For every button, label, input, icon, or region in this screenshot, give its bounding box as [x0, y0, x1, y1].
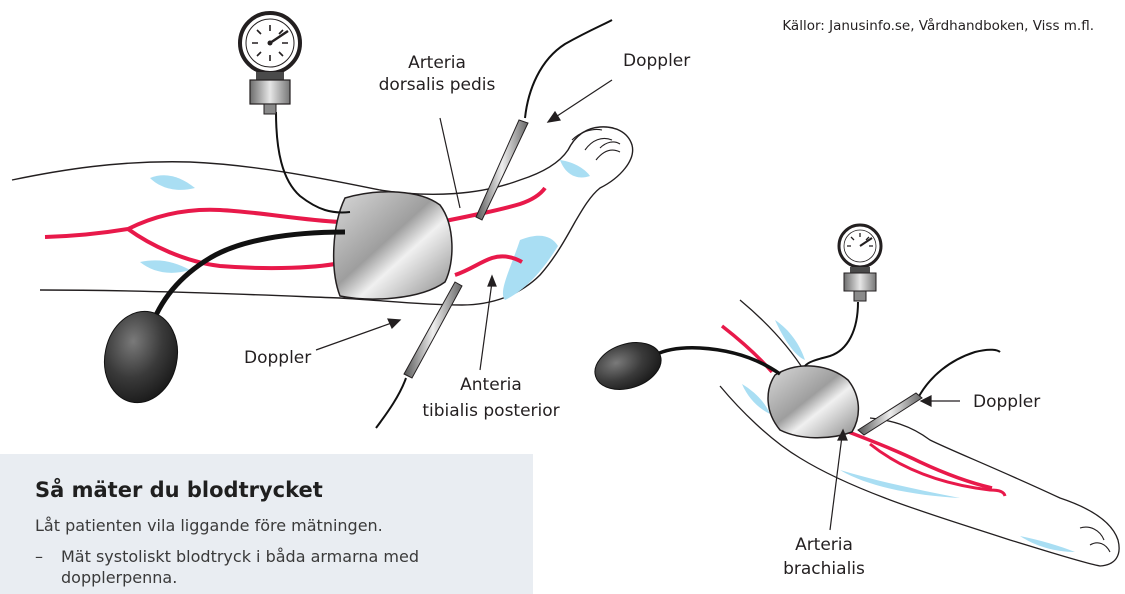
leg-bulb: [96, 305, 186, 410]
arm-vein-patch-4: [742, 384, 770, 414]
source-note: Källor: Janusinfo.se, Vårdhandboken, Vis…: [782, 17, 1094, 34]
arm-outline: [720, 300, 1119, 566]
label-arteria-brachialis-line2: brachialis: [783, 559, 865, 579]
leg-gauge: [240, 13, 300, 114]
list-item: Mät systoliskt blodtryck i båda armarna …: [35, 546, 419, 567]
arm-vein-patch-1: [775, 320, 805, 360]
list-item: dopplerpenna.: [35, 567, 419, 588]
label-anteria-tibialis-line2: tibialis posterior: [422, 401, 559, 421]
label-arteria-dorsalis-line1: Arteria: [408, 53, 466, 73]
leg-outline: [12, 127, 633, 305]
info-list: Mät systoliskt blodtryck i båda armarna …: [35, 546, 419, 588]
arm-vein-patch-2: [840, 470, 960, 498]
leg-vein-patch-4: [140, 260, 190, 272]
doppler-cable-bottom: [376, 378, 406, 428]
label-doppler-top: Doppler: [623, 51, 690, 71]
doppler-probe-bottom: [404, 282, 462, 378]
gauge-tube-leg: [276, 112, 350, 212]
info-title: Så mäter du blodtrycket: [35, 478, 323, 502]
label-arteria-brachialis-line1: Arteria: [795, 535, 853, 555]
gauge-tube-arm: [805, 302, 858, 366]
arm-cuff: [768, 366, 858, 438]
leg-vein-patch-3: [560, 160, 590, 177]
arm-vein-patch-3: [1020, 536, 1075, 552]
leg-vein-patch-1: [150, 175, 195, 190]
doppler-cable-arm: [918, 350, 1000, 398]
arm-bulb: [589, 335, 667, 398]
leg-illustration: [12, 13, 633, 428]
hand-lines: [1080, 527, 1110, 552]
label-arteria-dorsalis-line2: dorsalis pedis: [379, 75, 496, 95]
label-doppler-left: Doppler: [244, 348, 311, 368]
label-anteria-tibialis-line1: Anteria: [460, 375, 522, 395]
bulb-tube-leg: [150, 232, 345, 330]
leg-vein-patch-2: [503, 236, 558, 300]
toe-lines: [572, 129, 620, 160]
label-doppler-arm: Doppler: [973, 392, 1040, 412]
leg-cuff: [334, 192, 452, 299]
info-text: Låt patienten vila liggande före mätning…: [35, 516, 383, 535]
doppler-cable-top: [525, 20, 612, 118]
arm-gauge: [839, 225, 881, 301]
